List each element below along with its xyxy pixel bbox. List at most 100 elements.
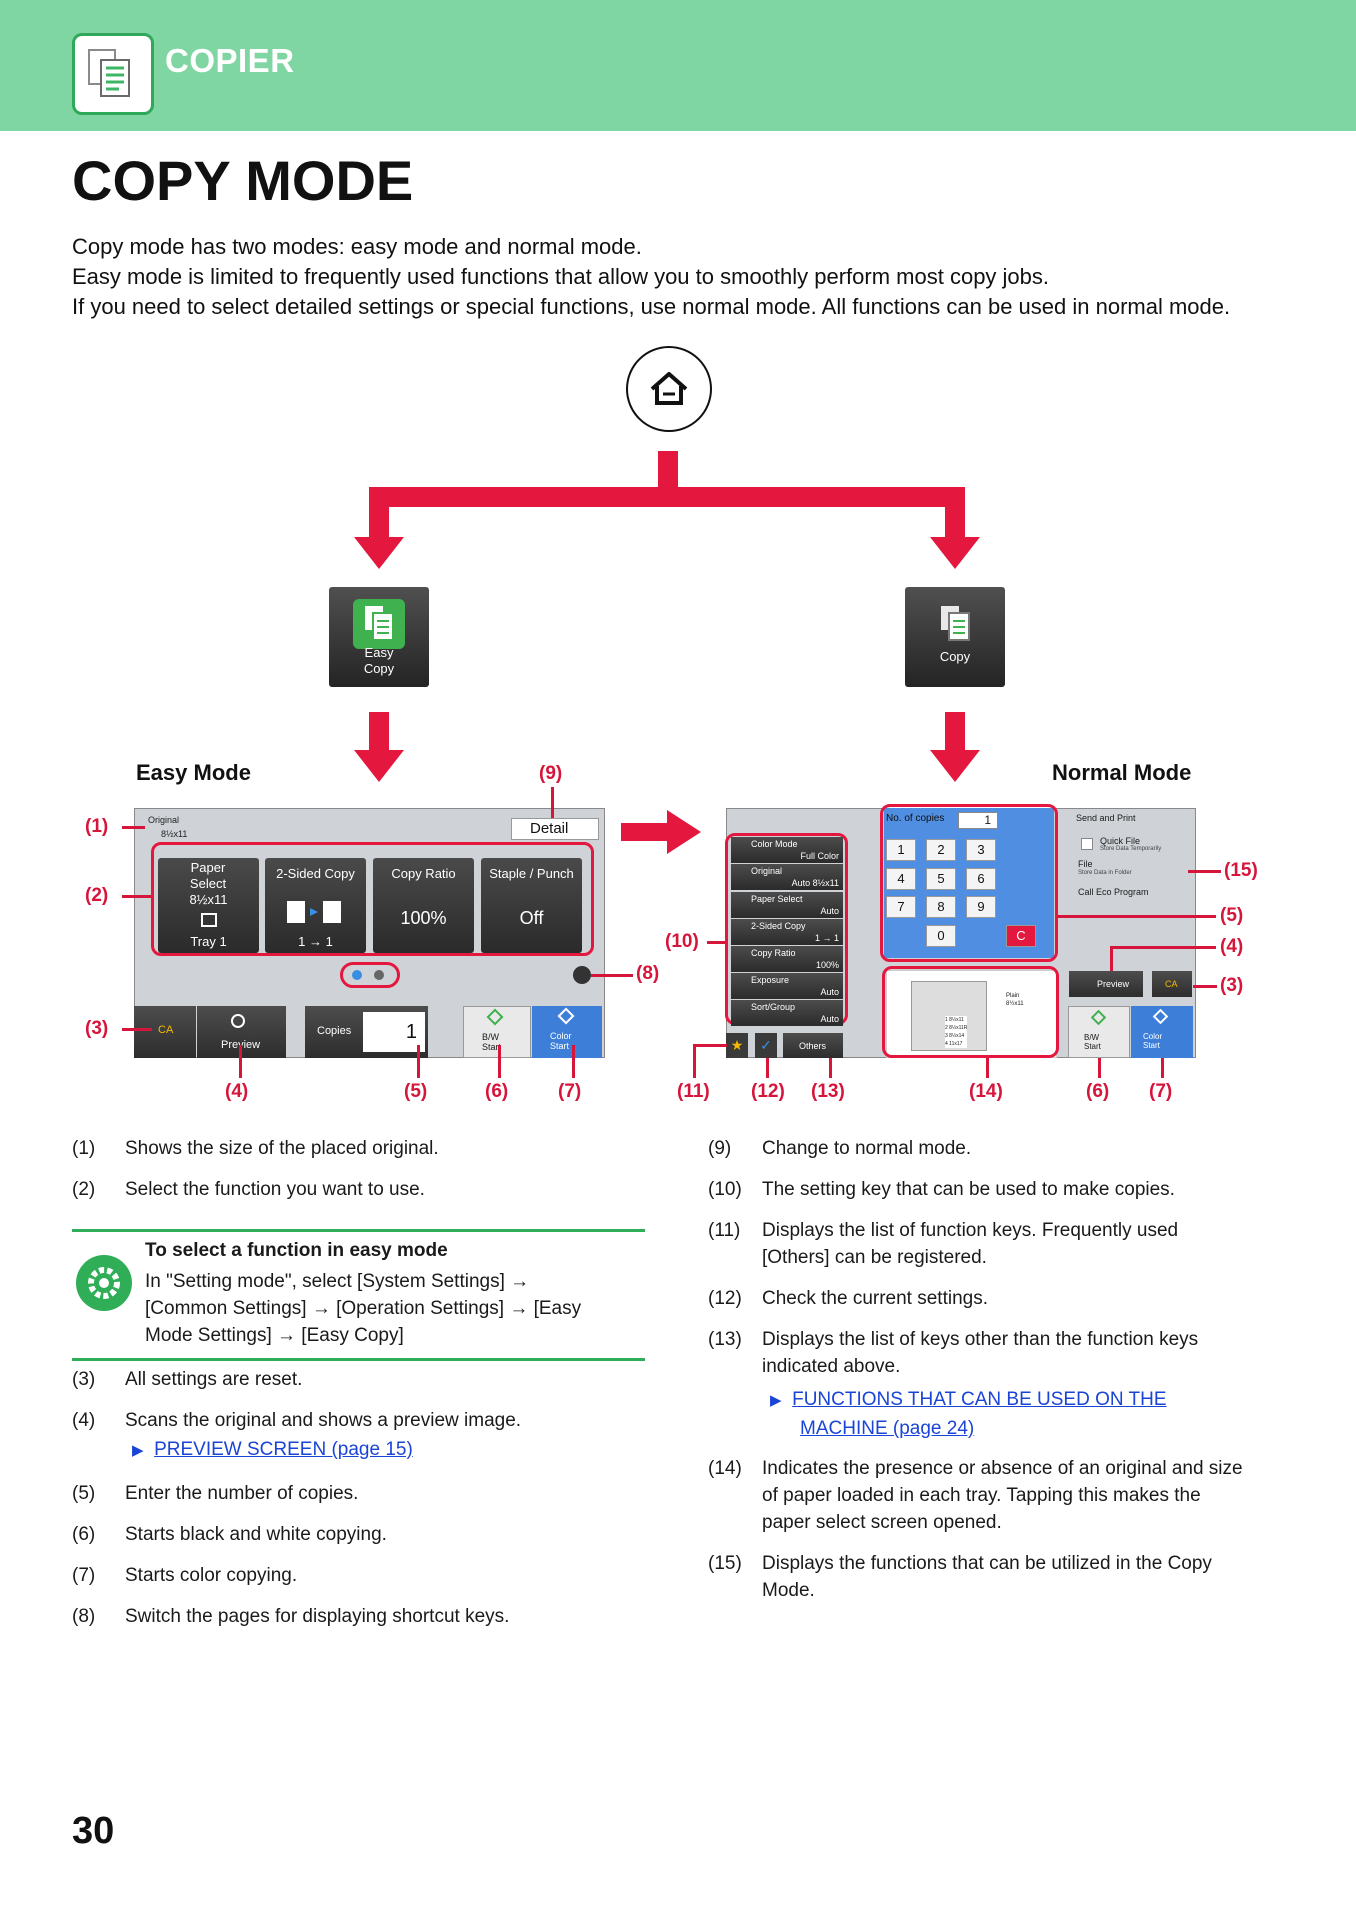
page-dots-highlight — [340, 962, 400, 988]
functions-link[interactable]: FUNCTIONS THAT CAN BE USED ON THE — [792, 1389, 1167, 1410]
key-value: 100% — [815, 960, 839, 970]
key-value: 1 → 1 — [814, 933, 839, 943]
copy-document-icon — [929, 599, 981, 649]
item-number: (14) — [708, 1458, 742, 1479]
ca-button[interactable]: CA — [134, 1006, 196, 1058]
item-number: (9) — [708, 1138, 732, 1159]
description-item: (15)Displays the functions that can be u… — [708, 1550, 1288, 1604]
page-dot[interactable] — [374, 970, 384, 980]
functions-link-row: ▶ FUNCTIONS THAT CAN BE USED ON THE MACH… — [770, 1386, 1167, 1443]
callout-line — [707, 941, 725, 944]
tray-row: 2 8½x11R — [945, 1025, 968, 1031]
detail-button[interactable]: Detail — [511, 818, 599, 840]
preview-button[interactable]: Preview — [1069, 971, 1143, 997]
callout-line — [572, 1045, 575, 1078]
no-of-copies-label: No. of copies — [886, 813, 945, 824]
color-start-button[interactable]: Color Start — [1131, 1006, 1193, 1058]
keypad-key[interactable]: 6 — [966, 868, 996, 890]
intro-text: Copy mode has two modes: easy mode and n… — [72, 232, 1302, 322]
item-text: Scans the original and shows a preview i… — [125, 1410, 522, 1431]
copies-value[interactable]: 1 — [958, 812, 998, 829]
page-title: COPY MODE — [72, 149, 414, 212]
page-dot[interactable] — [352, 970, 362, 980]
key-title: Paper Select — [751, 894, 803, 904]
keypad-key[interactable]: 3 — [966, 839, 996, 861]
staple-punch-key[interactable]: Staple / Punch Off — [481, 858, 582, 953]
item-number: (13) — [708, 1329, 742, 1350]
callout-line — [986, 1058, 989, 1078]
keypad-key[interactable]: 9 — [966, 896, 996, 918]
start-icon — [1152, 1008, 1169, 1025]
file-item[interactable]: File — [1078, 859, 1093, 869]
easy-copy-icon[interactable]: Easy Copy — [329, 587, 429, 687]
functions-link[interactable]: MACHINE (page 24) — [800, 1418, 975, 1439]
callout-line — [693, 1044, 727, 1047]
copies-value: 1 — [363, 1012, 425, 1052]
item-text: Displays the list of keys other than the… — [762, 1329, 1199, 1350]
keypad-key[interactable]: 7 — [886, 896, 916, 918]
callout-11: (11) — [677, 1081, 710, 1102]
copy-ratio-key[interactable]: Copy Ratio 100% — [373, 858, 474, 953]
copies-field[interactable]: Copies 1 — [305, 1006, 428, 1058]
note-body: In "Setting mode", select [System Settin… — [145, 1268, 581, 1349]
description-item: (10)The setting key that can be used to … — [708, 1176, 1288, 1203]
start-icon — [486, 1008, 504, 1026]
item-text: Starts color copying. — [125, 1565, 298, 1586]
bw-label: B/W — [1084, 1033, 1100, 1042]
color-start-button[interactable]: Color Start — [532, 1006, 602, 1058]
favorite-star-icon[interactable]: ★ — [726, 1033, 748, 1058]
keypad-key[interactable]: 4 — [886, 868, 916, 890]
item-number: (7) — [72, 1565, 96, 1586]
color-label: Color — [1143, 1032, 1163, 1041]
clear-key[interactable]: C — [1006, 925, 1036, 947]
keypad-key[interactable]: 0 — [926, 925, 956, 947]
copy-app-icon[interactable]: Copy — [905, 587, 1005, 687]
next-page-icon[interactable] — [573, 966, 591, 984]
item-text: Enter the number of copies. — [125, 1483, 359, 1504]
keypad-key[interactable]: 2 — [926, 839, 956, 861]
home-button[interactable] — [626, 346, 712, 432]
quick-file-item[interactable]: Quick File — [1100, 836, 1141, 846]
keypad-key[interactable]: 1 — [886, 839, 916, 861]
bw-start-button[interactable]: B/W Start — [1068, 1006, 1130, 1058]
callout-line — [1161, 1058, 1164, 1078]
ca-button[interactable]: CA — [1152, 971, 1192, 997]
others-button[interactable]: Others — [783, 1033, 843, 1058]
keypad-key[interactable]: 5 — [926, 868, 956, 890]
callout-5: (5) — [404, 1081, 428, 1102]
key-value: Auto — [820, 906, 839, 916]
preview-screen-link[interactable]: PREVIEW SCREEN (page 15) — [154, 1439, 413, 1460]
callout-line — [591, 974, 633, 977]
normal-mode-label: Normal Mode — [1052, 760, 1192, 785]
home-icon — [650, 372, 688, 405]
item-text: Switch the pages for displaying shortcut… — [125, 1606, 510, 1627]
color-label: Color — [550, 1031, 572, 1041]
item-text: Displays the functions that can be utili… — [762, 1553, 1212, 1574]
two-sided-copy-key[interactable]: 2-Sided Copy 1 → 1 — [265, 858, 366, 953]
checkmark-icon[interactable]: ✓ — [755, 1033, 777, 1058]
description-item: (9)Change to normal mode. — [708, 1135, 1288, 1162]
item-number: (3) — [72, 1369, 96, 1390]
easy-copy-label-line2: Copy — [363, 661, 395, 676]
tray-highlight — [882, 966, 1059, 1058]
eco-program-item[interactable]: Call Eco Program — [1078, 887, 1149, 897]
side-menu-title[interactable]: Send and Print — [1076, 813, 1136, 823]
intro-line: Easy mode is limited to frequently used … — [72, 264, 1050, 289]
duplex-icon — [287, 901, 341, 923]
key-title: Original — [751, 866, 783, 876]
callout-12: (12) — [751, 1081, 785, 1102]
bw-start-button[interactable]: B/W Start — [463, 1006, 531, 1058]
intro-line: Copy mode has two modes: easy mode and n… — [72, 234, 642, 259]
preview-icon — [231, 1014, 245, 1028]
keypad-key[interactable]: 8 — [926, 896, 956, 918]
note-line: In "Setting mode", select [System Settin… — [145, 1271, 530, 1292]
paper-select-key[interactable]: Paper Select 8½x11 Tray 1 — [158, 858, 259, 953]
callout-9: (9) — [539, 763, 563, 784]
